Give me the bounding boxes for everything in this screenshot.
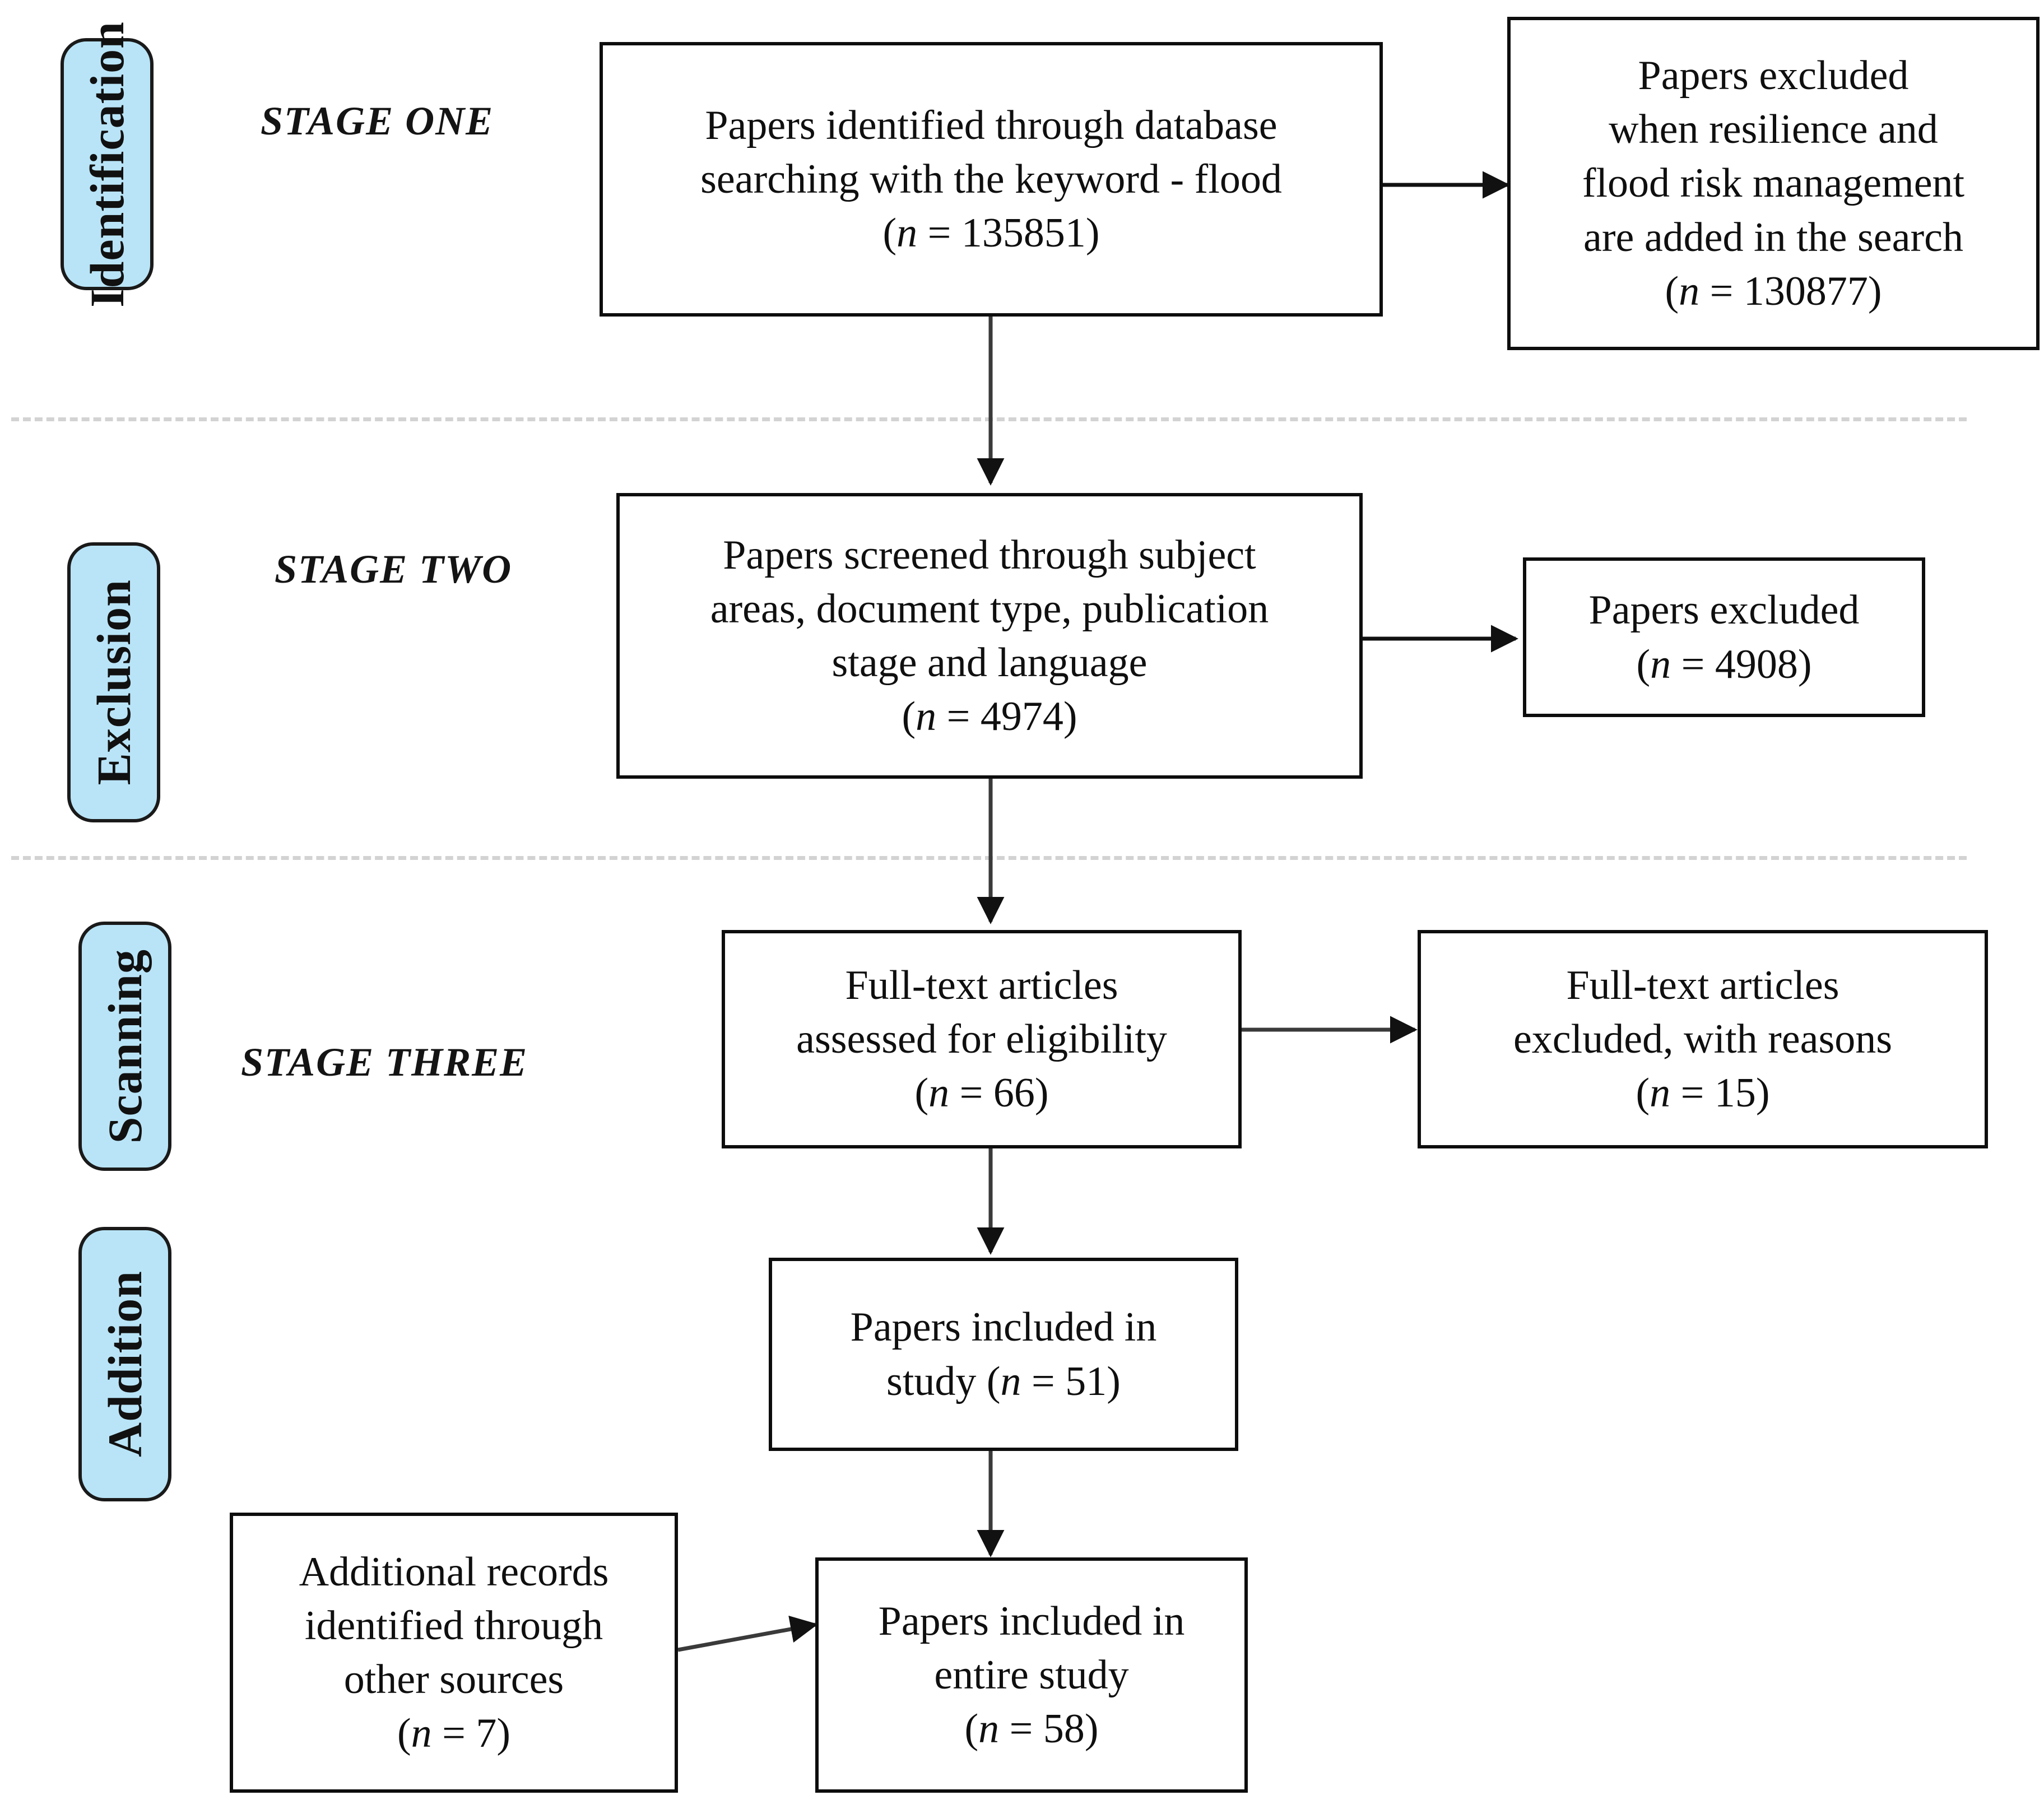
n-value: = 4974 (936, 694, 1063, 740)
node-line: entire study (934, 1652, 1129, 1698)
node-line: when resilience and (1609, 106, 1938, 153)
study-prefix: study ( (886, 1358, 1001, 1404)
node-line: Full-text articles (1566, 962, 1839, 1008)
phase-label-exclusion: Exclusion (87, 579, 141, 785)
node-fulltext-excluded: Full-text articles excluded, with reason… (1418, 930, 1988, 1148)
node-line: areas, document type, publication (710, 585, 1269, 632)
node-line: Papers included in (850, 1304, 1157, 1351)
node-count: (n = 4974) (902, 694, 1077, 740)
node-count: (n = 135851) (882, 210, 1100, 257)
node-line: identified through (304, 1602, 603, 1649)
node-line: stage and language (831, 640, 1148, 686)
node-line: Papers excluded (1588, 587, 1860, 634)
n-value: = 51) (1021, 1358, 1121, 1404)
node-papers-excluded-stage-one: Papers excluded when resilience and floo… (1507, 17, 2040, 350)
node-count: (n = 7) (397, 1710, 511, 1757)
node-line: flood risk management (1582, 160, 1965, 207)
phase-pill-scanning: Scanning (78, 922, 171, 1171)
node-line: excluded, with reasons (1513, 1016, 1893, 1062)
node-line: assessed for eligibility (796, 1016, 1167, 1062)
node-papers-included-study: Papers included in study (n = 51) (769, 1258, 1238, 1451)
node-count: (n = 58) (964, 1706, 1099, 1752)
node-papers-identified: Papers identified through database searc… (600, 42, 1383, 317)
phase-label-addition: Addition (98, 1271, 152, 1458)
phase-label-identification: Identification (80, 21, 134, 308)
node-line: Additional records (299, 1548, 609, 1595)
node-line: other sources (343, 1657, 564, 1703)
node-papers-excluded-stage-two: Papers excluded (n = 4908) (1523, 557, 1925, 717)
n-symbol: n (1650, 641, 1671, 687)
n-value: = 135851 (917, 210, 1086, 257)
node-papers-included-entire-study: Papers included in entire study (n = 58) (815, 1557, 1248, 1793)
n-symbol: n (978, 1706, 1000, 1752)
node-papers-screened: Papers screened through subject areas, d… (616, 493, 1363, 779)
stage-caption-three: STAGE THREE (241, 1040, 528, 1085)
node-count: (n = 15) (1636, 1070, 1770, 1117)
n-symbol: n (928, 1070, 950, 1117)
node-count: (n = 130877) (1665, 268, 1882, 314)
divider-identification-exclusion (11, 417, 1967, 421)
arrow-additional-to-entire (677, 1615, 818, 1652)
phase-pill-exclusion: Exclusion (67, 542, 160, 822)
phase-pill-identification: Identification (61, 21, 154, 307)
n-symbol: n (1650, 1070, 1671, 1117)
node-count: (n = 66) (914, 1070, 1049, 1117)
n-symbol: n (1000, 1358, 1021, 1404)
node-line: Papers identified through database (705, 102, 1278, 148)
node-line: Papers screened through subject (723, 532, 1256, 578)
divider-exclusion-scanning (11, 856, 1967, 860)
n-value: = 4908 (1671, 641, 1798, 687)
stage-caption-one: STAGE ONE (261, 99, 494, 143)
n-symbol: n (411, 1710, 432, 1757)
n-value: = 66 (949, 1070, 1035, 1117)
stage-caption-two: STAGE TWO (275, 547, 513, 592)
n-symbol: n (1679, 268, 1700, 314)
n-value: = 58 (999, 1706, 1085, 1752)
node-line: Full-text articles (845, 962, 1118, 1008)
node-additional-records: Additional records identified through ot… (230, 1513, 678, 1793)
n-value: = 15 (1670, 1070, 1756, 1117)
node-count: study (n = 51) (851, 1355, 1157, 1408)
node-line: Papers included in (878, 1598, 1185, 1644)
node-line: Papers excluded (1638, 53, 1909, 99)
node-count: (n = 4908) (1636, 641, 1812, 687)
n-symbol: n (916, 694, 937, 740)
phase-pill-addition: Addition (78, 1227, 171, 1501)
n-value: = 130877 (1699, 268, 1868, 314)
phase-label-scanning: Scanning (98, 948, 152, 1144)
n-value: = 7 (431, 1710, 497, 1757)
node-fulltext-assessed: Full-text articles assessed for eligibil… (722, 930, 1242, 1148)
node-line: searching with the keyword - flood (700, 156, 1282, 202)
n-symbol: n (896, 210, 918, 257)
node-line: are added in the search (1583, 214, 1963, 261)
